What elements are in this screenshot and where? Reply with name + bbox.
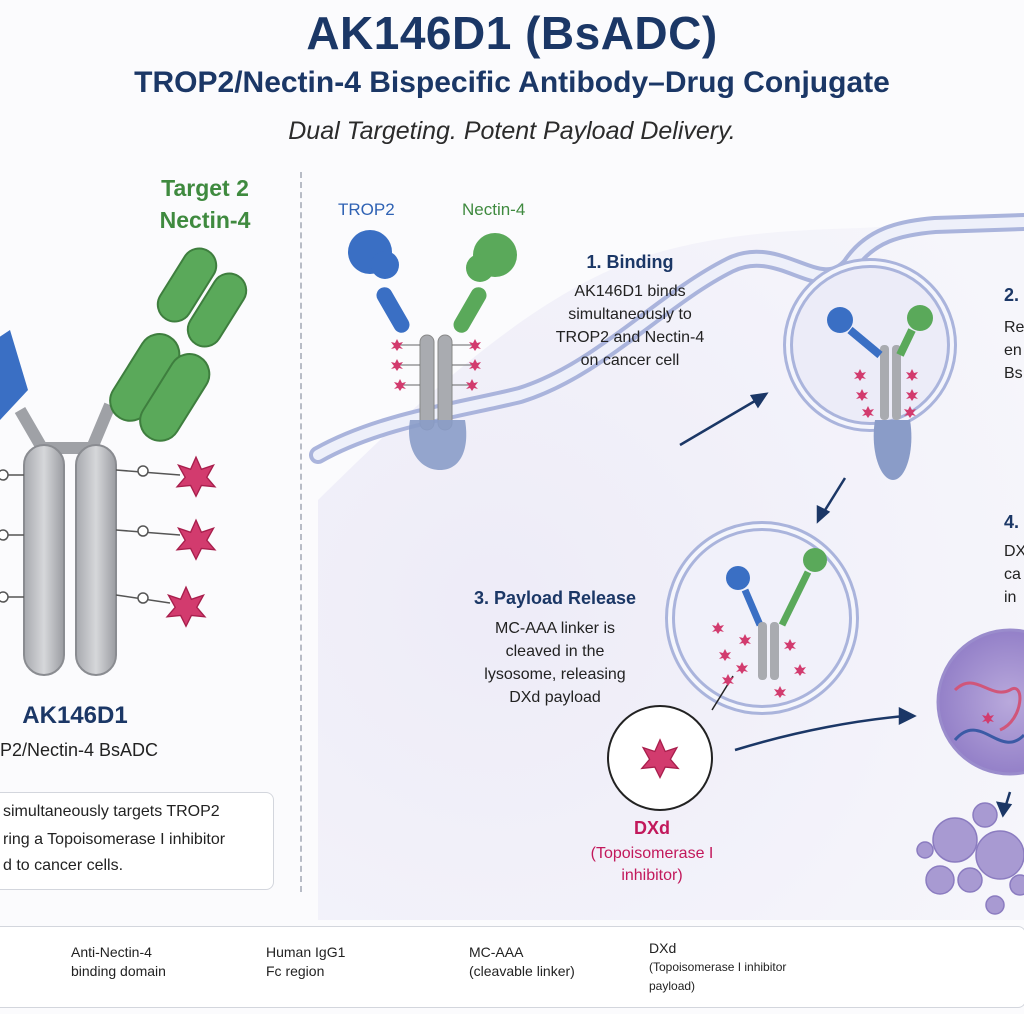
step4-line: DX — [1004, 543, 1024, 560]
step1-title: 1. Binding — [586, 252, 674, 272]
legend: Anti-Nectin-4 binding domain Human IgG1 … — [0, 926, 1024, 1008]
legend-item-payload: DXd (Topoisomerase I inhibitor payload) — [649, 939, 786, 996]
step3-text: MC-AAA linker is cleaved in the lysosome… — [460, 617, 650, 709]
legend-label: (Topoisomerase I inhibitor — [649, 960, 787, 974]
target2-label: Target 2 Nectin-4 — [140, 172, 270, 236]
legend-item-fc: Human IgG1 Fc region — [266, 943, 345, 981]
legend-label: MC-AAA — [469, 944, 524, 960]
legend-item-nectin: Anti-Nectin-4 binding domain — [71, 943, 166, 981]
legend-item-linker: MC-AAA (cleavable linker) — [469, 943, 575, 981]
step3-title: 3. Payload Release — [473, 588, 637, 608]
nectin4-label: Nectin-4 — [462, 200, 526, 219]
legend-label: Human IgG1 — [266, 944, 346, 960]
page-title: AK146D1 (BsADC) — [306, 7, 718, 59]
legend-label: Anti-Nectin-4 — [71, 944, 152, 960]
payload-description: (Topoisomerase I inhibitor) — [585, 843, 719, 887]
antibody-name: AK146D1 — [22, 702, 128, 729]
step3-line: MC-AAA linker is — [494, 620, 616, 637]
description-line: d to cancer cells. — [3, 857, 124, 874]
membrane-antibody — [348, 230, 517, 470]
step1-line: TROP2 and Nectin-4 — [555, 329, 705, 346]
payload-desc-line: (Topoisomerase I — [590, 845, 714, 862]
step2-title: 2. — [1004, 285, 1020, 305]
description-box: simultaneously targets TROP2 ring a Topo… — [0, 792, 274, 890]
payload-name: DXd — [634, 818, 670, 838]
tagline: Dual Targeting. Potent Payload Delivery. — [288, 117, 736, 145]
step4-text: DX ca in — [1004, 540, 1024, 609]
legend-label: (cleavable linker) — [469, 963, 575, 979]
step3-line: cleaved in the — [505, 643, 605, 660]
lysosome-antibody — [712, 548, 827, 698]
step1-line: simultaneously to — [568, 306, 692, 323]
target2-line1: Target 2 — [161, 175, 249, 201]
apoptotic-fragments — [916, 802, 1024, 915]
antibody-subname: P2/Nectin-4 BsADC — [0, 740, 159, 760]
target2-line2: Nectin-4 — [159, 207, 251, 233]
step1-line: AK146D1 binds — [574, 283, 686, 300]
step2-line: Re — [1004, 319, 1024, 336]
panel-divider — [300, 172, 302, 892]
payload-desc-line: inhibitor) — [621, 867, 683, 884]
endosome-antibody — [827, 305, 933, 480]
step2-text: Re en Bs — [1004, 316, 1024, 385]
step4-title: 4. — [1004, 512, 1020, 532]
large-antibody — [0, 247, 248, 676]
legend-label: Fc region — [266, 963, 325, 979]
step1-line: on cancer cell — [580, 352, 680, 369]
legend-label: binding domain — [71, 963, 166, 979]
step2-line: en — [1004, 342, 1022, 359]
step2-line: Bs — [1004, 365, 1023, 382]
nucleus — [936, 628, 1024, 776]
step1-text: AK146D1 binds simultaneously to TROP2 an… — [535, 280, 725, 372]
step3-line: lysosome, releasing — [484, 666, 626, 683]
description-line: simultaneously targets TROP2 — [3, 803, 220, 820]
process-arrows — [679, 392, 1013, 818]
step4-line: ca — [1004, 566, 1021, 583]
description-line: ring a Topoisomerase I inhibitor — [3, 831, 226, 848]
step3-line: DXd payload — [509, 689, 601, 706]
legend-label: payload) — [649, 979, 696, 993]
step4-line: in — [1004, 589, 1017, 606]
page-subtitle: TROP2/Nectin-4 Bispecific Antibody–Drug … — [134, 66, 890, 99]
trop2-label: TROP2 — [338, 200, 395, 219]
legend-label: DXd — [649, 940, 677, 956]
